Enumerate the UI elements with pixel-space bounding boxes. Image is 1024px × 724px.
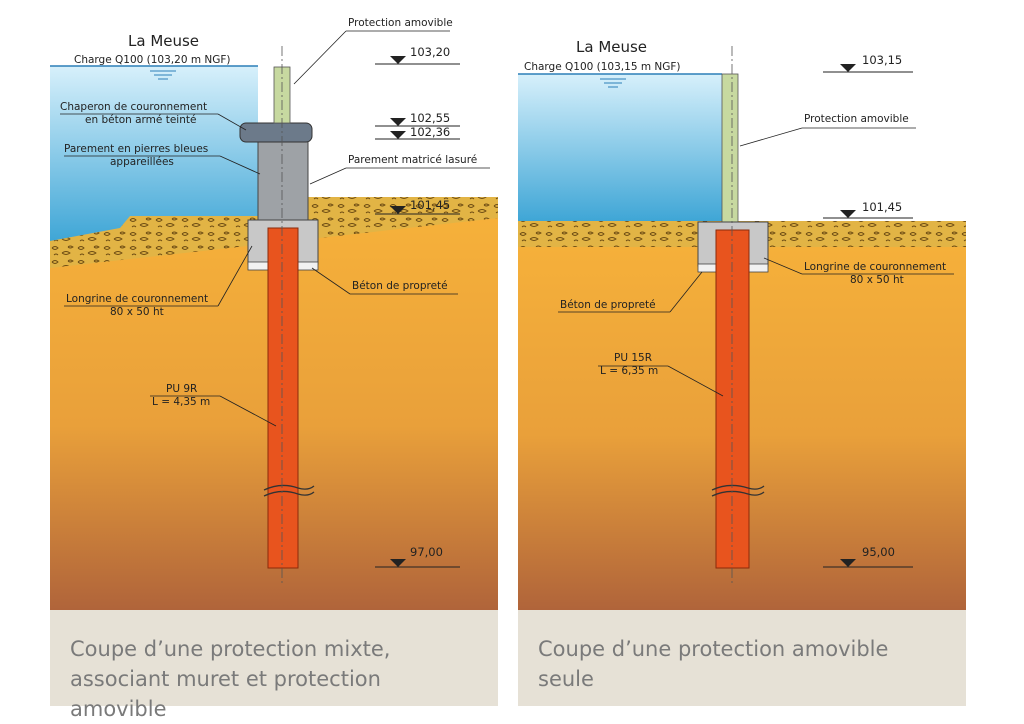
caption-mixed: Coupe d’une protection mixte, associant … — [50, 610, 498, 721]
level-marker-top: 103,20 — [375, 45, 460, 65]
longrine-label-2: 80 x 50 ht — [110, 306, 164, 318]
pile-label-1: PU 9R — [166, 383, 197, 395]
level-marker-toe: 95,00 — [823, 545, 913, 568]
svg-text:101,45: 101,45 — [862, 200, 902, 214]
svg-text:95,00: 95,00 — [862, 545, 895, 559]
pile-label-2: L = 4,35 m — [152, 396, 210, 408]
level-marker-toe: 97,00 — [375, 545, 460, 568]
water-level-icon — [600, 78, 626, 88]
mixed-protection-diagram: 103,20 102,55 102,36 101,45 97,00 La Meu… — [50, 17, 498, 610]
beton-label: Béton de propreté — [560, 299, 656, 311]
pile-break — [263, 484, 315, 491]
beton-label: Béton de propreté — [352, 280, 448, 292]
longrine-label-2: 80 x 50 ht — [850, 274, 904, 286]
pile-label-2: L = 6,35 m — [600, 365, 658, 377]
water — [50, 66, 258, 241]
chaperon-label-2: en béton armé teinté — [85, 114, 196, 126]
svg-text:102,36: 102,36 — [410, 125, 450, 139]
protection-amovible — [721, 73, 739, 223]
water — [518, 74, 722, 221]
parement-matrice-label: Parement matricé lasuré — [348, 154, 477, 166]
longrine-label-1: Longrine de couronnement — [804, 261, 946, 273]
river-name: La Meuse — [576, 38, 647, 56]
protection-label: Protection amovible — [804, 113, 909, 125]
section-removable-protection: 103,15 101,45 95,00 La Meuse Charge Q100… — [518, 6, 966, 706]
caption-removable: Coupe d’une protection amovible seule — [518, 610, 966, 706]
sheet-pile — [267, 227, 299, 569]
sheet-pile — [715, 229, 750, 569]
svg-text:102,55: 102,55 — [410, 111, 450, 125]
water-level-icon — [150, 70, 176, 80]
level-marker-chaperon: 102,55 102,36 — [375, 111, 460, 140]
pile-break — [711, 484, 765, 491]
level-marker-ground: 101,45 — [375, 198, 460, 215]
protection-label: Protection amovible — [348, 17, 453, 29]
section-mixed-protection: 103,20 102,55 102,36 101,45 97,00 La Meu… — [50, 6, 498, 721]
pile-label-1: PU 15R — [614, 352, 652, 364]
parement-label-2: appareillées — [110, 156, 174, 168]
charge-label: Charge Q100 (103,20 m NGF) — [74, 54, 231, 66]
parement-label-1: Parement en pierres bleues — [64, 143, 208, 155]
parement-wall — [257, 139, 309, 223]
chaperon — [239, 122, 313, 143]
chaperon-label-1: Chaperon de couronnement — [60, 101, 207, 113]
svg-text:97,00: 97,00 — [410, 545, 443, 559]
removable-protection-diagram: 103,15 101,45 95,00 La Meuse Charge Q100… — [518, 38, 966, 610]
level-marker-ground: 101,45 — [823, 200, 913, 219]
longrine-label-1: Longrine de couronnement — [66, 293, 208, 305]
svg-text:103,15: 103,15 — [862, 53, 902, 67]
svg-text:103,20: 103,20 — [410, 45, 450, 59]
river-name: La Meuse — [128, 32, 199, 50]
level-marker-top: 103,15 — [823, 53, 913, 73]
svg-text:101,45: 101,45 — [410, 198, 450, 212]
charge-label: Charge Q100 (103,15 m NGF) — [524, 61, 681, 73]
